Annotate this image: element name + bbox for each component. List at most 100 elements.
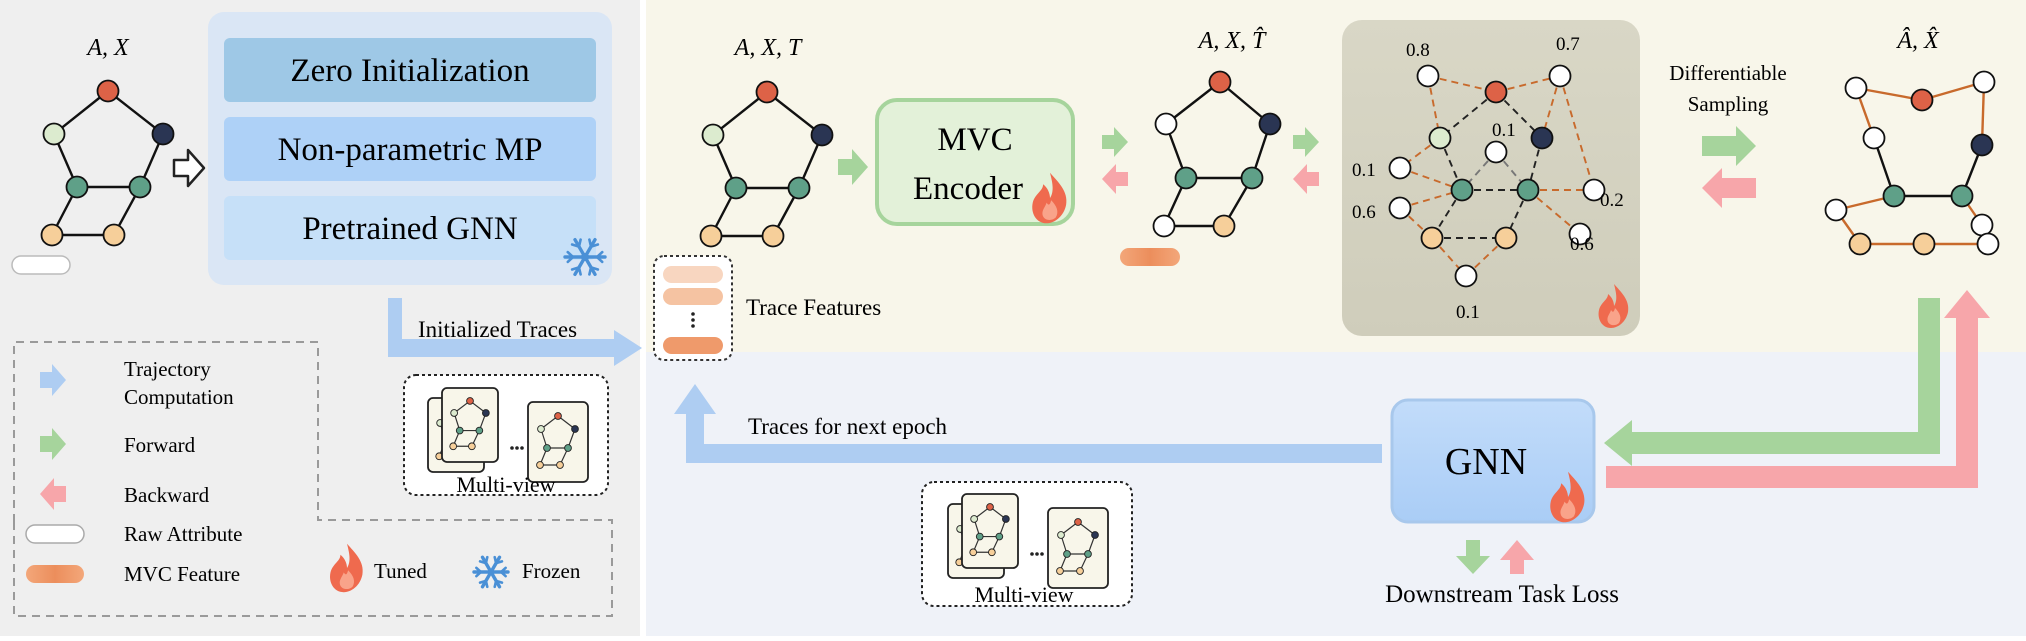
backward-loop-arrow: [1606, 290, 1990, 488]
edge-probability-label: 0.6: [1570, 234, 1594, 255]
differentiable-sampling-label-1: Differentiable: [1669, 61, 1786, 85]
snowflake-branch: [577, 266, 582, 276]
legend-backward-label: Backward: [124, 483, 210, 507]
graph-node: [1882, 184, 1906, 208]
graph-node: [988, 548, 996, 557]
flame-shape: [1032, 172, 1067, 224]
graph-node: [543, 444, 551, 452]
flame-core: [1042, 200, 1058, 221]
snowflake-branch: [475, 570, 483, 578]
graph-node: [1484, 80, 1508, 104]
gnn-box: [1390, 398, 1596, 524]
graph-node: [1152, 214, 1176, 238]
graph-node: [466, 397, 474, 405]
graph-node: [1950, 184, 1974, 208]
graph-edge: [1527, 137, 1543, 191]
gnn-label: GNN: [1445, 441, 1527, 483]
legend-forward-label: Forward: [124, 433, 196, 457]
graph-edge: [1559, 75, 1595, 191]
forward-loop-arrow: [1604, 298, 1940, 466]
graph-node: [128, 175, 152, 199]
traces-next-epoch-arrow: [674, 384, 1382, 463]
edge-probability-label: 0.1: [1492, 120, 1516, 141]
graph-node: [1154, 112, 1178, 136]
graph-node: [151, 122, 175, 146]
graph-node: [450, 409, 458, 417]
init-method-zero: [224, 38, 596, 102]
graph-node: [1420, 226, 1444, 250]
graph-card: [527, 401, 589, 483]
flame-shape: [1550, 471, 1585, 523]
graph-node: [810, 123, 834, 147]
trace-feature-3: [663, 337, 723, 354]
pipeline-input-graph-label: A, X, T: [733, 35, 803, 61]
ellipsis-dot: [1030, 552, 1034, 556]
snowflake-branch: [595, 250, 604, 259]
graph-node: [1454, 264, 1478, 288]
snowflake-branch: [589, 266, 600, 271]
initialized-traces-label: Initialized Traces: [418, 317, 577, 342]
snowflake-branch: [494, 579, 504, 584]
graph-node: [995, 532, 1004, 541]
mvc-encoder-label-1: MVC: [937, 122, 1012, 158]
trace-feature-1: [663, 266, 723, 283]
graph-edge: [1439, 137, 1463, 191]
encoded-graph: [1152, 70, 1282, 238]
graph-node: [1970, 213, 1994, 237]
graph-node: [1494, 226, 1518, 250]
flame-icon: [330, 543, 363, 593]
input-graph-label: A, X: [85, 35, 130, 61]
backward-arrow-icon: [1102, 164, 1128, 194]
graph-node: [755, 80, 779, 104]
graph-node: [1824, 198, 1848, 222]
init-method-nonparametric-label: Non-parametric MP: [278, 132, 543, 168]
multiview-graph-cards: [427, 387, 589, 483]
graph-node: [468, 442, 476, 451]
snowflake-icon: [472, 555, 510, 589]
edge-probability-label: 0.7: [1556, 34, 1580, 55]
trace-ellipsis-dot: [691, 318, 695, 322]
flame-shape: [330, 543, 363, 593]
edge-probability-label: 0.8: [1406, 40, 1430, 61]
initialized-traces-arrow: [388, 298, 642, 366]
backward-arrow-icon: [1500, 540, 1534, 574]
graph-node: [1862, 126, 1886, 150]
hollow-arrow-icon: [172, 148, 206, 188]
graph-node: [1388, 156, 1412, 180]
graph-edge: [712, 91, 768, 136]
graph-node: [455, 426, 464, 435]
graph-node: [40, 223, 64, 247]
graph-node: [1057, 531, 1065, 539]
downstream-task-loss-label: Downstream Task Loss: [1385, 581, 1619, 608]
graph-edge: [1439, 91, 1497, 139]
flame-icon: [1032, 172, 1067, 224]
graph-node: [571, 425, 579, 433]
graph-edge: [107, 90, 164, 135]
graph-node: [1002, 515, 1010, 523]
graph-node: [1091, 531, 1099, 539]
graph-node: [42, 122, 66, 146]
forward-arrow-icon: [838, 149, 868, 185]
traces-next-epoch-label: Traces for next epoch: [748, 414, 948, 439]
snowflake-center: [487, 568, 495, 576]
graph-edge: [53, 90, 109, 135]
graph-node: [102, 223, 126, 247]
graph-edge: [1431, 189, 1463, 239]
bottom-right-background: [646, 352, 2026, 636]
graph-node: [1568, 222, 1592, 246]
snowflake-branch: [484, 579, 489, 589]
input-graph: [40, 79, 175, 247]
graph-node: [65, 175, 89, 199]
legend-forward-icon: [40, 428, 66, 460]
graph-node: [1074, 518, 1082, 526]
legend-mvc-feature-label: MVC Feature: [124, 562, 240, 586]
graph-node: [701, 123, 725, 147]
graph-node: [1084, 550, 1092, 558]
legend-trajectory-label-1: Trajectory: [124, 357, 211, 381]
graph-node: [1240, 166, 1264, 190]
ellipsis-dot: [1040, 552, 1044, 556]
graph-node: [482, 409, 490, 417]
